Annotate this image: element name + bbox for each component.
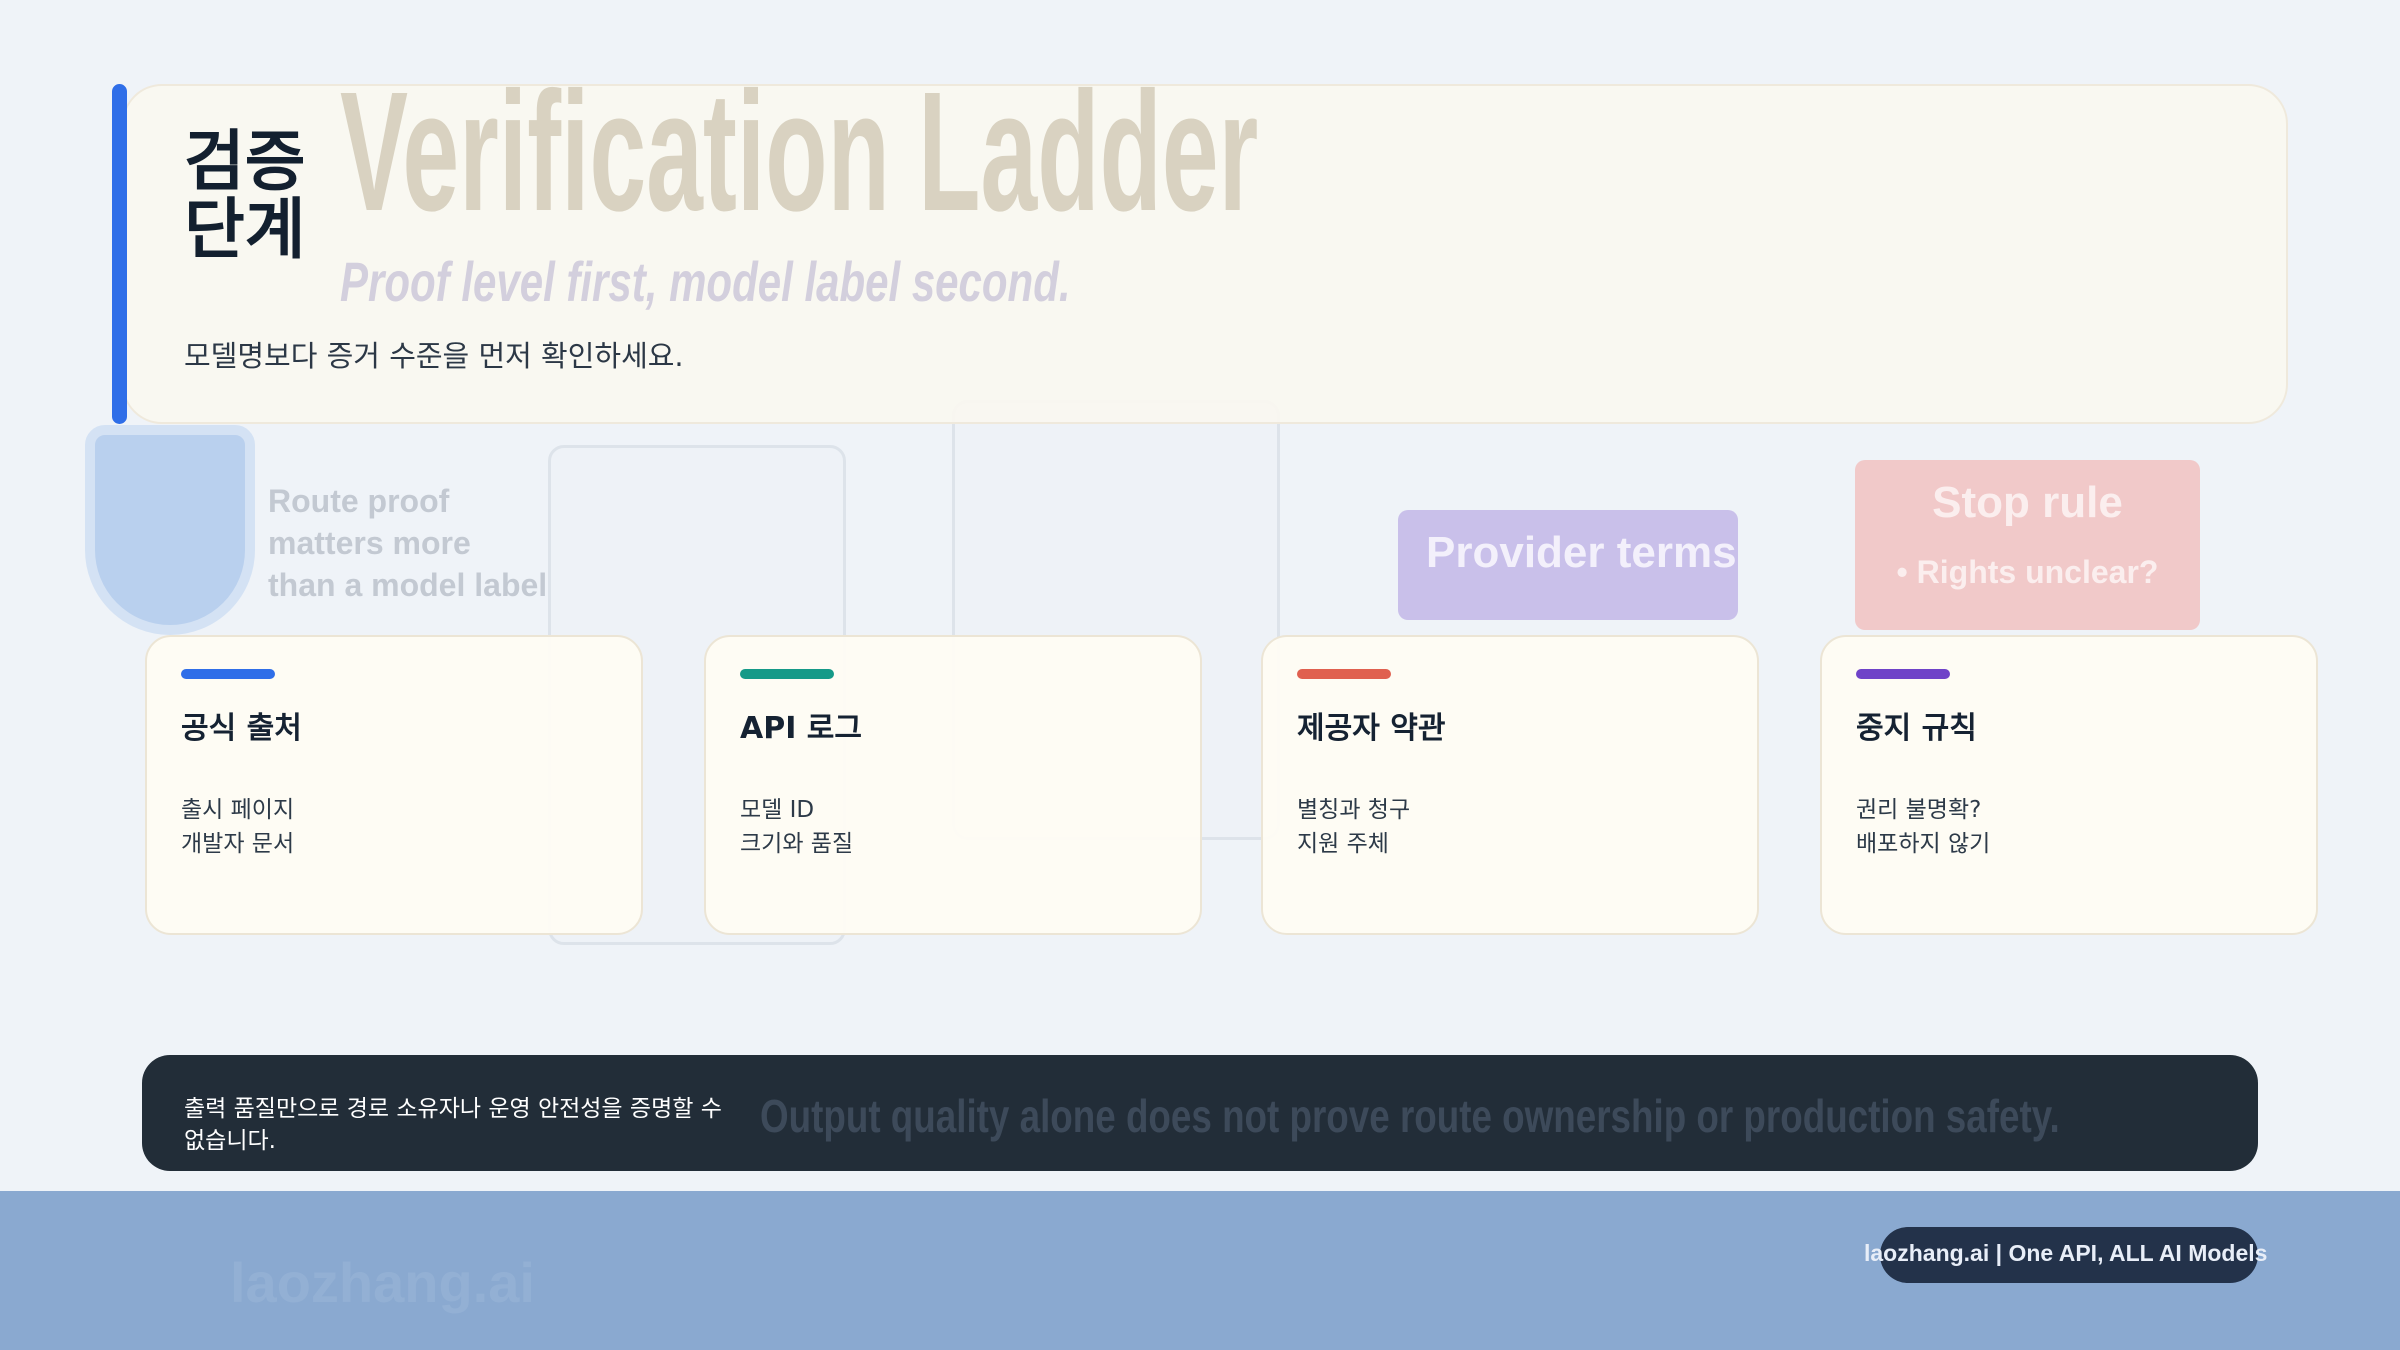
- background-stop-rule-title: Stop rule: [1932, 478, 2123, 527]
- shield-check-icon: [85, 425, 255, 635]
- card-accent-bar: [1297, 669, 1391, 679]
- card-line: 모델 ID: [740, 797, 815, 823]
- background-route-note: Route proof matters more than a model la…: [268, 483, 557, 603]
- footer-tagline-pill: laozhang.ai | One API, ALL AI Models: [1864, 1227, 2267, 1283]
- card-title: 중지 규칙: [1856, 711, 1977, 746]
- header-accent-bar: [112, 84, 127, 424]
- card-line: 지원 주체: [1297, 831, 1389, 857]
- background-stop-rule-item: • Rights unclear?: [1896, 554, 2159, 590]
- background-subtitle: Proof level first, model label second.: [340, 250, 1071, 313]
- step-card-stop-rule: 중지 규칙 권리 불명확? 배포하지 않기: [1820, 635, 2318, 935]
- step-card-api-log: API 로그 모델 ID 크기와 품질: [704, 635, 1202, 935]
- card-title: 제공자 약관: [1297, 711, 1446, 746]
- card-line: 출시 페이지: [181, 797, 295, 823]
- card-line: 권리 불명확?: [1856, 797, 1982, 823]
- card-line: 배포하지 않기: [1856, 831, 1991, 857]
- warning-banner: 출력 품질만으로 경로 소유자나 운영 안전성을 증명할 수 없습니다.: [142, 1055, 2258, 1171]
- background-output-note: Output quality alone does not prove rout…: [760, 1090, 2060, 1142]
- page-title: 검증 단계: [184, 123, 306, 268]
- card-accent-bar: [181, 669, 275, 679]
- background-logo: laozhang.ai: [230, 1251, 535, 1314]
- card-line: 별칭과 청구: [1297, 797, 1411, 823]
- card-line: 개발자 문서: [181, 831, 295, 857]
- card-line: 크기와 품질: [740, 831, 854, 857]
- header-card: [122, 84, 2288, 424]
- background-title: Verification Ladder: [340, 57, 1259, 247]
- background-stop-rule: Stop rule • Rights unclear?: [1855, 460, 2200, 630]
- page-subtitle: 모델명보다 증거 수준을 먼저 확인하세요.: [184, 339, 684, 373]
- card-accent-bar: [1856, 669, 1950, 679]
- card-accent-bar: [740, 669, 834, 679]
- warning-banner-text: 출력 품질만으로 경로 소유자나 운영 안전성을 증명할 수 없습니다.: [184, 1096, 722, 1154]
- card-title: 공식 출처: [181, 711, 302, 746]
- background-provider-terms: Provider terms: [1398, 510, 1738, 620]
- footer-tagline: laozhang.ai | One API, ALL AI Models: [1864, 1240, 2268, 1266]
- card-title: API 로그: [740, 711, 863, 746]
